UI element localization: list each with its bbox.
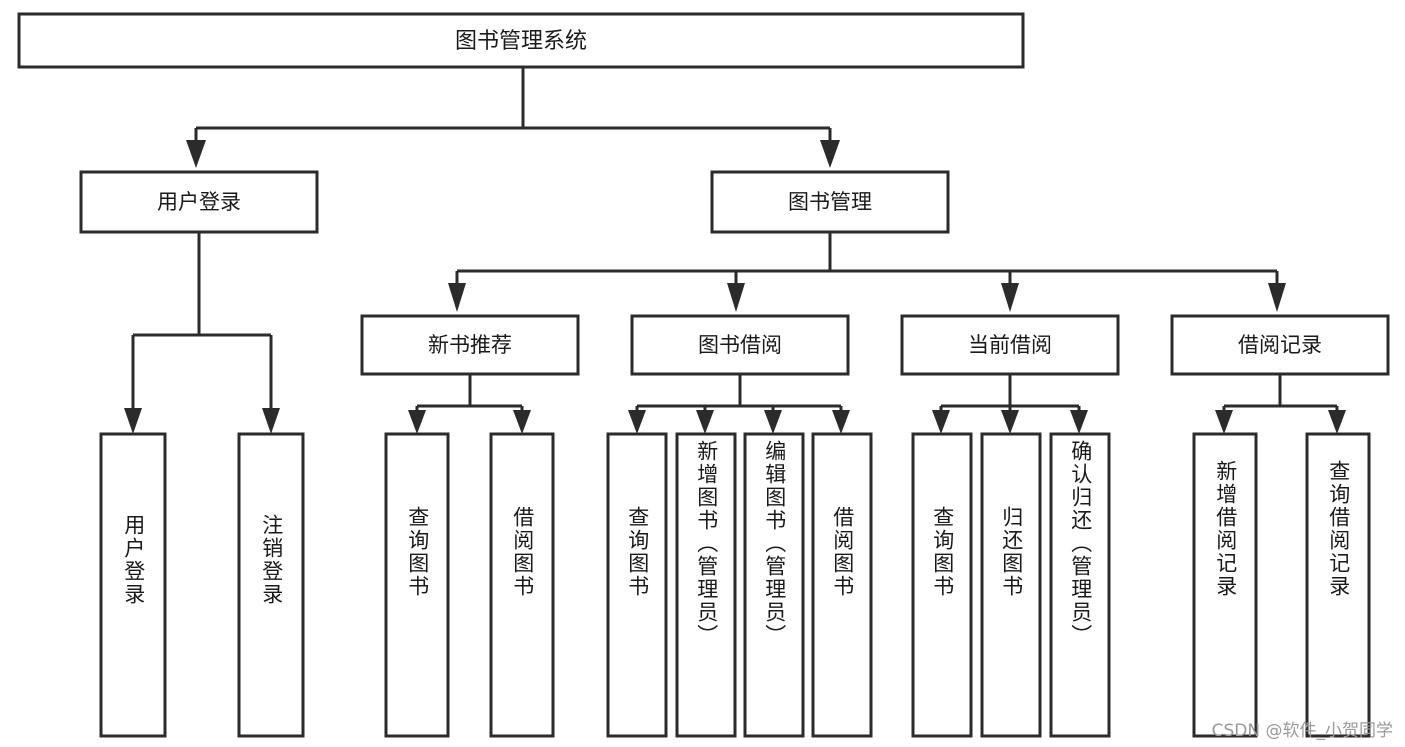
node-borrow-record[interactable]: 借阅记录 — [1170, 314, 1390, 376]
node-current-borrow-label: 当前借阅 — [968, 333, 1052, 357]
node-book-manage-label: 图书管理 — [788, 190, 872, 214]
node-root-box[interactable] — [17, 12, 1025, 69]
arrow-head-icon — [696, 410, 714, 434]
arrow-head-icon — [1070, 410, 1088, 434]
connector-book-manage-to-level3 — [448, 232, 1286, 312]
arrow-head-icon — [1001, 410, 1019, 434]
arrow-head-icon — [628, 410, 646, 434]
leaf-box-borrow-book-2[interactable] — [811, 432, 873, 738]
leaf-box-add-record[interactable] — [1192, 432, 1258, 738]
arrow-head-icon — [932, 410, 950, 434]
arrow-head-icon — [832, 410, 850, 434]
arrow-head-icon — [820, 140, 840, 168]
arrow-head-icon — [764, 410, 782, 434]
arrow-head-icon — [262, 408, 280, 434]
node-root-label: 图书管理系统 — [455, 29, 587, 54]
arrow-head-icon — [186, 140, 206, 168]
leaf-box-query-book-2[interactable] — [606, 432, 668, 738]
connector-root-to-level2 — [186, 67, 840, 168]
leaf-box-logout[interactable] — [237, 432, 305, 738]
leaf-box-edit-book[interactable] — [743, 432, 805, 738]
arrow-head-icon — [513, 410, 531, 434]
node-book-borrow-label: 图书借阅 — [698, 333, 782, 357]
leaf-box-query-book-1[interactable] — [384, 432, 450, 738]
node-book-borrow[interactable]: 图书借阅 — [630, 314, 850, 376]
leaf-box-query-book-3[interactable] — [911, 432, 973, 738]
arrow-head-icon — [1268, 283, 1286, 312]
node-new-book-recommend-label: 新书推荐 — [428, 333, 512, 357]
connector-book-borrow-to-leaves — [628, 374, 850, 434]
arrow-head-icon — [448, 283, 466, 312]
node-borrow-record-label: 借阅记录 — [1238, 333, 1322, 357]
connector-new-book-recommend-to-leaves — [408, 374, 531, 434]
arrow-head-icon — [1001, 283, 1019, 312]
node-user-login-label: 用户登录 — [157, 190, 241, 214]
node-current-borrow[interactable]: 当前借阅 — [900, 314, 1120, 376]
node-root[interactable]: 图书管理系统 — [17, 12, 1025, 69]
node-user-login-box[interactable] — [79, 170, 319, 234]
node-current-borrow-box[interactable] — [900, 314, 1120, 376]
connector-borrow-record-to-leaves — [1215, 374, 1346, 434]
leaf-box-borrow-book-1[interactable] — [489, 432, 555, 738]
node-book-manage[interactable]: 图书管理 — [710, 170, 950, 234]
connector-current-borrow-to-leaves — [932, 374, 1088, 434]
leaf-box-query-record[interactable] — [1305, 432, 1371, 738]
leaf-box-confirm-return[interactable] — [1049, 432, 1111, 738]
arrow-head-icon — [727, 283, 745, 312]
arrow-head-icon — [1328, 410, 1346, 434]
leaf-box-return-book[interactable] — [980, 432, 1042, 738]
arrow-head-icon — [1215, 410, 1233, 434]
node-new-book-recommend-box[interactable] — [360, 314, 580, 376]
watermark-text: CSDN @软件_小贺同学 — [1211, 721, 1393, 741]
node-user-login[interactable]: 用户登录 — [79, 170, 319, 234]
arrow-head-icon — [408, 410, 426, 434]
connector-user-login-to-leaves — [124, 232, 280, 434]
leaf-box-user-login[interactable] — [99, 432, 167, 738]
arrow-head-icon — [124, 408, 142, 434]
leaf-box-add-book[interactable] — [675, 432, 737, 738]
node-new-book-recommend[interactable]: 新书推荐 — [360, 314, 580, 376]
